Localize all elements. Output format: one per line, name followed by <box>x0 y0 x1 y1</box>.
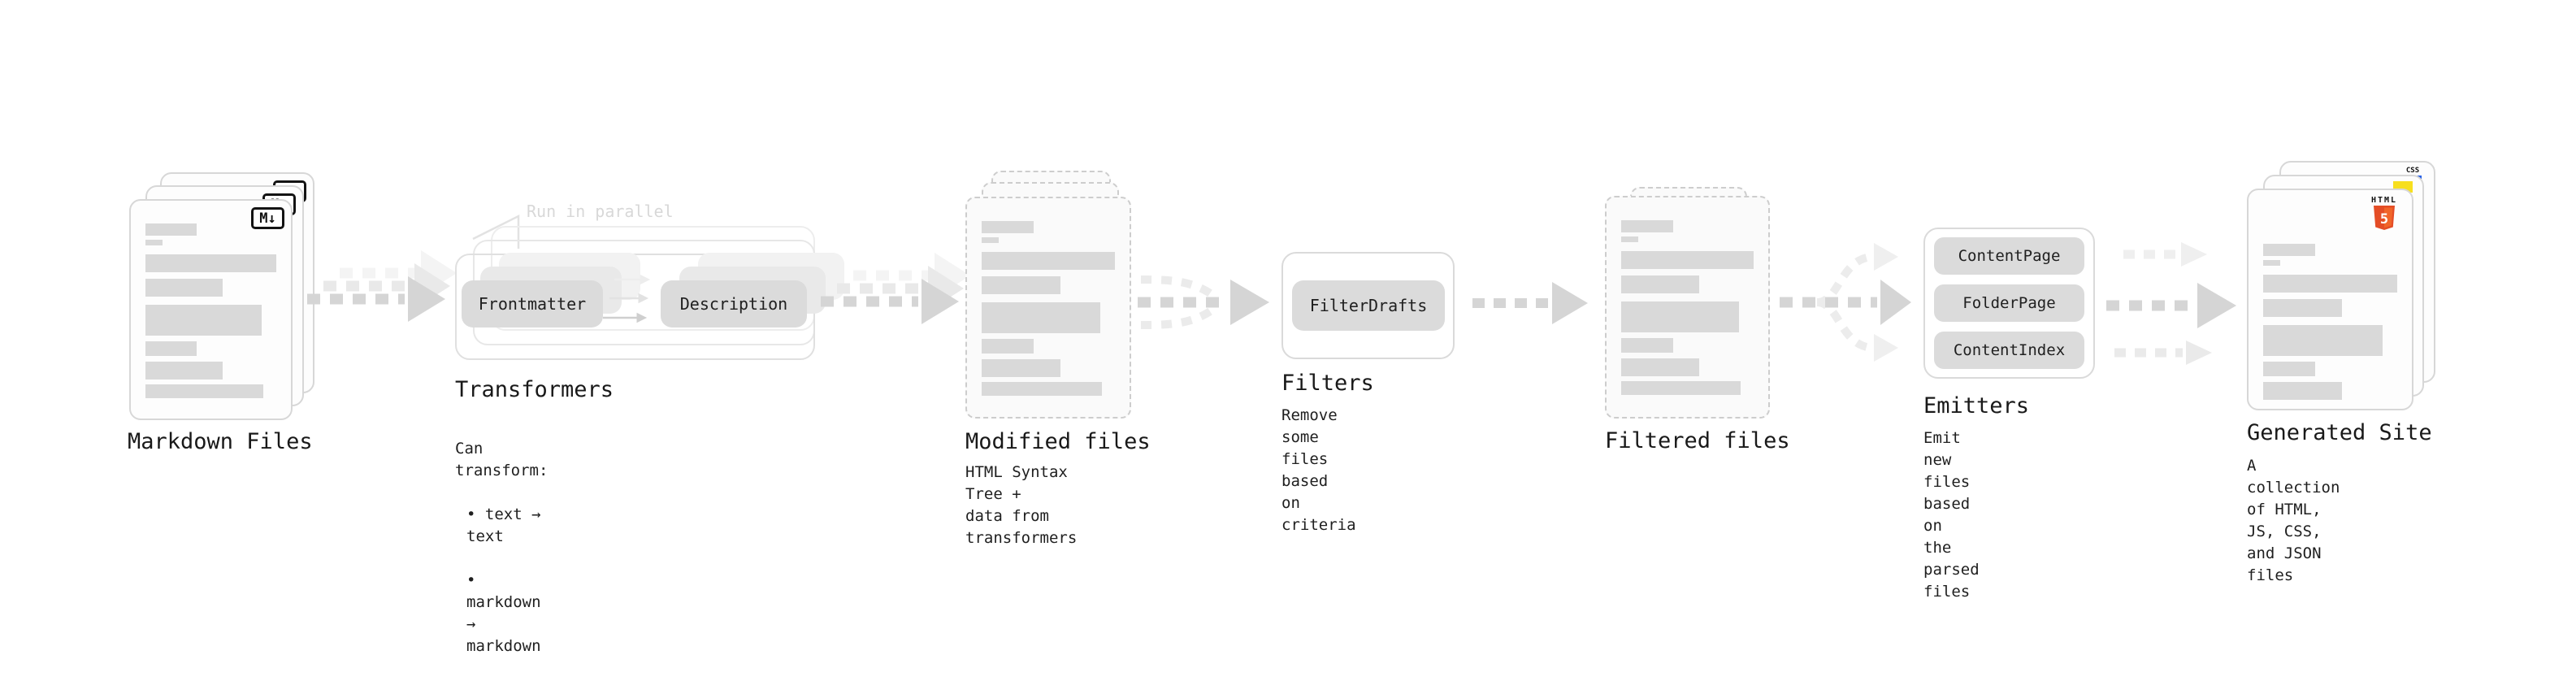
placeholder-bar <box>145 384 263 398</box>
stage-label-modified-files: Modified files <box>965 429 1151 454</box>
stage-label-generated-site: Generated Site <box>2247 420 2432 445</box>
placeholder-bar <box>145 223 197 236</box>
flow-arrow-stacked-icon <box>307 250 457 322</box>
html5-icon: HTML 5 <box>2365 196 2404 230</box>
stage-label-filters: Filters <box>1281 371 1374 396</box>
placeholder-bar <box>982 237 1000 243</box>
placeholder-bar <box>2263 275 2397 293</box>
markdown-icon: M↓ <box>251 207 284 229</box>
bullet-markdown-to-markdown: • markdown → markdown <box>466 571 541 655</box>
transformer-frontmatter-pill: Frontmatter <box>462 280 603 327</box>
placeholder-bar <box>1621 301 1740 332</box>
placeholder-bar <box>2263 382 2343 400</box>
placeholder-bar <box>982 302 1100 333</box>
filters-description: Remove some files based on criteria <box>1281 406 1356 534</box>
placeholder-bar <box>2263 299 2343 317</box>
emitters-description: Emit new files based on the parsed files <box>1923 429 1980 601</box>
stage-label-filtered-files: Filtered files <box>1605 428 1790 453</box>
placeholder-bar <box>145 240 163 245</box>
emitter-contentpage-label: ContentPage <box>1958 247 2061 265</box>
placeholder-bar <box>2263 244 2316 256</box>
can-transform-line: Can transform: <box>455 440 549 479</box>
placeholder-bar <box>145 254 276 272</box>
emitter-contentindex-pill: ContentIndex <box>1934 332 2084 369</box>
emitter-contentpage-pill: ContentPage <box>1934 237 2084 275</box>
placeholder-bar <box>1621 275 1700 293</box>
css-icon-text: CSS <box>2405 167 2420 175</box>
callout-line-icon <box>472 214 520 249</box>
pill-flow-arrows-icon <box>603 274 651 323</box>
flow-arrow-icon <box>1472 282 1588 324</box>
placeholder-bar <box>982 221 1034 233</box>
transformer-description-pill: Description <box>661 280 807 327</box>
emitters-frame <box>1923 228 2095 379</box>
flow-arrows-triple-icon <box>2106 242 2236 365</box>
filtered-file-card-front <box>1605 196 1770 419</box>
html5-number: 5 <box>2380 211 2388 228</box>
modified-file-card-front <box>965 197 1131 419</box>
filters-frame <box>1281 252 1455 359</box>
placeholder-bar <box>2263 362 2316 376</box>
generated-html-card: HTML 5 <box>2247 189 2413 410</box>
placeholder-bar <box>1621 220 1673 232</box>
html5-icon-text: HTML <box>2370 196 2398 205</box>
placeholder-bar <box>145 341 197 356</box>
placeholder-bar <box>982 382 1102 396</box>
placeholder-bar <box>1621 251 1754 269</box>
emitter-folderpage-label: FolderPage <box>1962 294 2056 312</box>
emitter-folderpage-pill: FolderPage <box>1934 284 2084 322</box>
flow-arrow-split-icon <box>1780 243 1911 362</box>
emitter-contentindex-label: ContentIndex <box>1953 341 2066 359</box>
filter-drafts-label: FilterDrafts <box>1309 296 1428 315</box>
placeholder-bar <box>982 339 1034 354</box>
flow-arrow-stacked-icon <box>821 253 970 324</box>
document-placeholder-lines <box>1621 220 1754 395</box>
transformers-description: Can transform: • text → text • markdown … <box>455 416 548 681</box>
generated-site-description: A collection of HTML, JS, CSS, and JSON … <box>2247 457 2340 584</box>
placeholder-bar <box>1621 338 1673 353</box>
transformer-frontmatter-label: Frontmatter <box>478 294 587 314</box>
placeholder-bar <box>2263 260 2281 266</box>
placeholder-bar <box>2263 325 2383 356</box>
modified-files-description: HTML Syntax Tree + data from transformer… <box>965 463 1078 547</box>
document-placeholder-lines <box>982 221 1115 396</box>
placeholder-bar <box>982 252 1115 270</box>
flow-arrow-merge-icon <box>1138 275 1269 329</box>
placeholder-bar <box>982 276 1060 294</box>
placeholder-bar <box>145 279 223 297</box>
stage-label-markdown-files: Markdown Files <box>128 429 313 454</box>
placeholder-bar <box>1621 358 1700 376</box>
placeholder-bar <box>1621 381 1741 395</box>
stage-label-emitters: Emitters <box>1923 393 2030 419</box>
markdown-file-card-front: M↓ <box>129 199 293 420</box>
bullet-text-to-text: • text → text <box>466 505 541 545</box>
placeholder-bar <box>145 362 223 380</box>
stage-label-transformers: Transformers <box>455 377 614 402</box>
document-placeholder-lines <box>2263 244 2397 400</box>
filter-drafts-pill: FilterDrafts <box>1292 280 1445 331</box>
placeholder-bar <box>145 305 262 336</box>
html5-shield-icon: 5 <box>2374 206 2395 230</box>
transformer-description-label: Description <box>679 294 788 314</box>
run-in-parallel-note: Run in parallel <box>527 202 674 221</box>
markdown-icon-text: M↓ <box>259 210 276 227</box>
placeholder-bar <box>982 359 1060 377</box>
placeholder-bar <box>1621 236 1639 242</box>
document-placeholder-lines <box>145 223 276 398</box>
